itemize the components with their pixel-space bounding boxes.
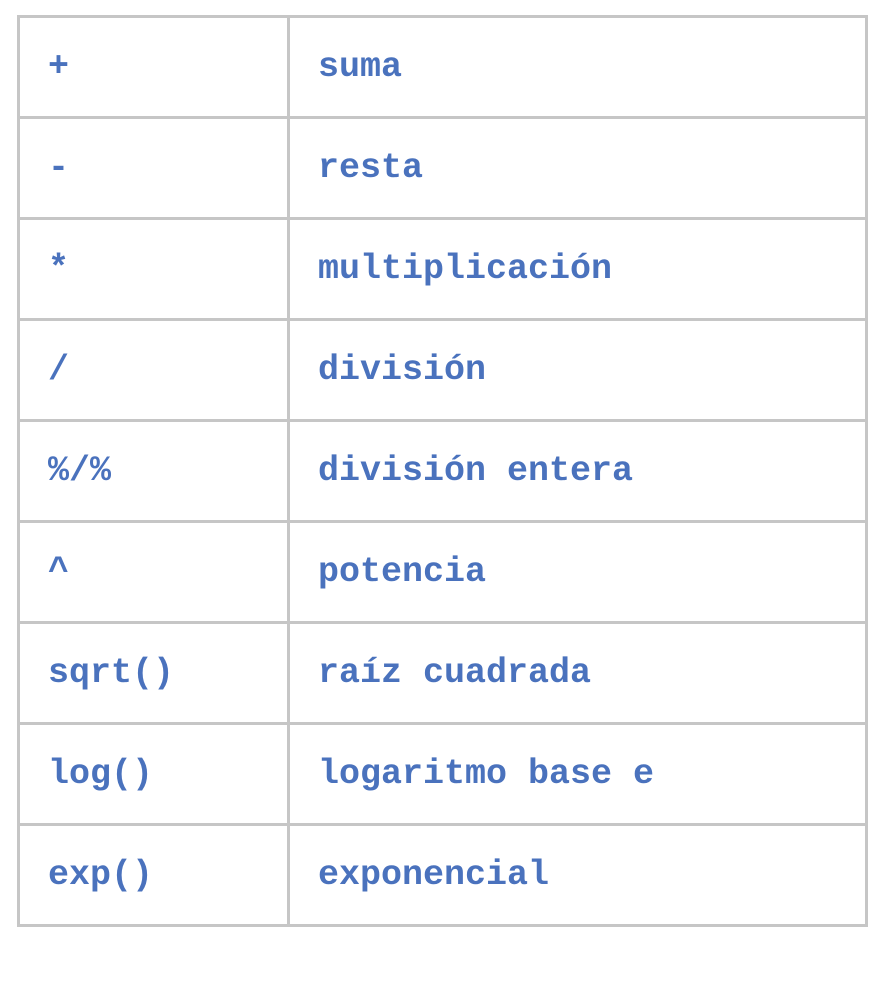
table-row: + suma: [17, 15, 868, 119]
operator-cell: +: [17, 15, 290, 119]
description-cell: logaritmo base e: [287, 722, 868, 826]
operator-cell: %/%: [17, 419, 290, 523]
table-row: - resta: [17, 116, 868, 220]
description-cell: exponencial: [287, 823, 868, 927]
operator-cell: *: [17, 217, 290, 321]
description-cell: suma: [287, 15, 868, 119]
operators-table: + suma - resta * multiplicación / divisi…: [17, 15, 868, 927]
operator-cell: log(): [17, 722, 290, 826]
description-cell: resta: [287, 116, 868, 220]
operator-cell: -: [17, 116, 290, 220]
table-row: ^ potencia: [17, 520, 868, 624]
table-row: / división: [17, 318, 868, 422]
description-cell: multiplicación: [287, 217, 868, 321]
description-cell: división: [287, 318, 868, 422]
operator-cell: exp(): [17, 823, 290, 927]
operator-cell: sqrt(): [17, 621, 290, 725]
table-row: log() logaritmo base e: [17, 722, 868, 826]
table-row: exp() exponencial: [17, 823, 868, 927]
description-cell: raíz cuadrada: [287, 621, 868, 725]
operators-table-body: + suma - resta * multiplicación / divisi…: [17, 15, 868, 927]
table-row: sqrt() raíz cuadrada: [17, 621, 868, 725]
description-cell: potencia: [287, 520, 868, 624]
description-cell: división entera: [287, 419, 868, 523]
operator-cell: /: [17, 318, 290, 422]
table-row: * multiplicación: [17, 217, 868, 321]
table-row: %/% división entera: [17, 419, 868, 523]
operator-cell: ^: [17, 520, 290, 624]
